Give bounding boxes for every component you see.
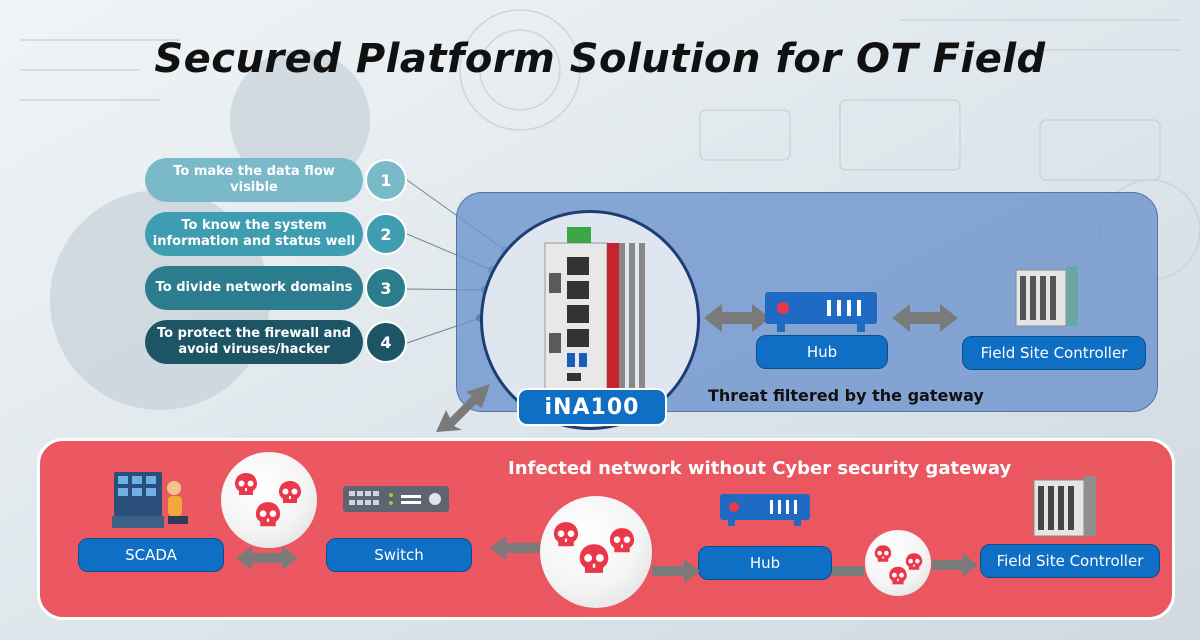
secure-hub-label: Hub (756, 335, 888, 369)
feature-pill-1: To make the data flow visible (145, 158, 363, 202)
feature-number-1: 1 (365, 159, 407, 201)
feature-text-2: To know the system information and statu… (152, 217, 356, 249)
feature-pill-2: To know the system information and statu… (145, 212, 363, 256)
infected-controller-label: Field Site Controller (980, 544, 1160, 578)
feature-text-4: To protect the firewall and avoid viruse… (157, 325, 351, 357)
secure-zone-caption: Threat filtered by the gateway (708, 386, 984, 405)
ina100-label: iNA100 (517, 388, 667, 426)
feature-number-2: 2 (365, 213, 407, 255)
feature-pill-4: To protect the firewall and avoid viruse… (145, 320, 363, 364)
feature-number-4: 4 (365, 321, 407, 363)
infected-zone-caption: Infected network without Cyber security … (508, 458, 1012, 479)
secure-controller-icon (1015, 266, 1078, 327)
secure-hub-icon (765, 292, 877, 332)
scada-label: SCADA (78, 538, 224, 572)
feature-text-1: To make the data flow visible (173, 163, 335, 195)
ina100-device-icon (544, 227, 645, 404)
infected-controller-icon (1033, 476, 1096, 537)
scada-operator-icon (112, 472, 188, 528)
feature-text-3: To divide network domains (155, 279, 353, 295)
secure-controller-label: Field Site Controller (962, 336, 1146, 370)
page-title: Secured Platform Solution for OT Field (154, 36, 1046, 82)
threat-disc-left (221, 452, 317, 548)
feature-number-3: 3 (365, 267, 407, 309)
switch-label: Switch (326, 538, 472, 572)
feature-pill-3: To divide network domains (145, 266, 363, 310)
infected-hub-icon (720, 494, 810, 526)
infected-hub-label: Hub (698, 546, 832, 580)
switch-icon (343, 486, 449, 512)
